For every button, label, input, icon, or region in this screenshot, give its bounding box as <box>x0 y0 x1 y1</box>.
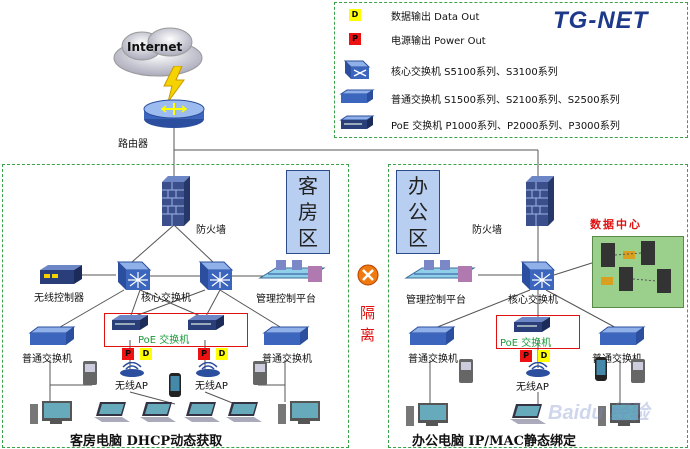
wireless-ap-icon <box>196 362 220 377</box>
isolation-char: 离 <box>360 326 376 344</box>
power-out-icon: P <box>349 33 361 45</box>
internet-label: Internet <box>127 40 183 54</box>
poe-switch-icon <box>188 315 224 330</box>
firewall-label: 防火墙 <box>196 225 226 236</box>
management-platform-label: 管理控制平台 <box>256 294 316 305</box>
data-out-icon: D <box>538 350 550 362</box>
wireless-controller-icon <box>40 265 82 284</box>
core-switch-icon <box>116 261 152 290</box>
switch-icon <box>408 326 456 345</box>
data-center-label: 数据中心 <box>590 218 642 231</box>
lightning-icon <box>163 66 185 102</box>
switch-label: 普通交换机 <box>592 354 642 365</box>
office-bottom-caption: 办公电脑 IP/MAC静态绑定 <box>412 434 576 449</box>
office-zone <box>388 164 688 448</box>
poe-switch-group <box>496 315 580 349</box>
data-out-icon: D <box>349 9 361 21</box>
isolation-icon <box>357 264 379 286</box>
core-switch-label: 核心交换机 <box>508 295 558 306</box>
ip-phone-icon <box>459 359 473 383</box>
legend-label: 核心交换机 S5100系列、S3100系列 <box>391 67 558 78</box>
zone-title-char: 客 <box>298 174 318 198</box>
zone-title-char: 房 <box>298 200 318 224</box>
core-switch-icon <box>198 261 234 290</box>
power-out-icon: P <box>198 348 210 360</box>
guest-bottom-caption: 客房电脑 DHCP动态获取 <box>70 434 223 449</box>
baidu-watermark: Baidu 经验 <box>548 402 650 424</box>
mobile-phone-icon <box>169 373 181 397</box>
laptop-icon <box>510 404 546 424</box>
ip-phone-icon <box>253 361 267 385</box>
laptop-icon <box>140 402 176 422</box>
firewall-icon <box>162 176 190 226</box>
switch-label: 普通交换机 <box>262 354 312 365</box>
power-out-icon: P <box>520 350 532 362</box>
core-switch-label: 核心交换机 <box>141 293 191 304</box>
guest-zone-title: 客 房 区 <box>286 170 330 254</box>
management-platform-icon <box>258 260 326 282</box>
laptop-icon <box>184 402 220 422</box>
isolation-char: 隔 <box>360 304 376 322</box>
poe-switch-icon <box>339 115 375 129</box>
guest-zone <box>2 164 349 448</box>
poe-switch-label: PoE 交换机 <box>138 335 190 346</box>
desktop-computer-icon <box>30 401 72 424</box>
switch-icon <box>262 326 310 345</box>
core-switch-icon <box>343 60 371 79</box>
switch-icon <box>339 89 375 103</box>
legend-label: PoE 交换机 P1000系列、P2000系列、P3000系列 <box>391 121 620 132</box>
mobile-phone-icon <box>595 357 607 381</box>
data-center-panel <box>592 236 684 308</box>
poe-switch-group <box>104 313 248 347</box>
legend-label: 数据输出 Data Out <box>391 11 480 23</box>
desktop-computer-icon <box>598 403 640 426</box>
legend-label: 普通交换机 S1500系列、S2100系列、S2500系列 <box>391 95 620 106</box>
switch-label: 普通交换机 <box>408 354 458 365</box>
power-out-icon: P <box>122 348 134 360</box>
isolation-label: 隔 离 <box>360 302 375 346</box>
zone-title-char: 区 <box>298 226 318 250</box>
legend-panel: D 数据输出 Data Out P 电源输出 Power Out 核心交换机 S… <box>334 2 688 138</box>
data-out-icon: D <box>216 348 228 360</box>
server-rack-icon <box>601 241 671 293</box>
laptop-icon <box>226 402 262 422</box>
office-zone-title: 办 公 区 <box>396 170 440 254</box>
wireless-ap-label: 无线AP <box>115 381 148 392</box>
ip-phone-icon <box>631 359 645 383</box>
legend-row-switch: 普通交换机 S1500系列、S2100系列、S2500系列 <box>335 87 685 107</box>
desktop-computer-icon <box>278 401 320 424</box>
wireless-ap-icon <box>120 362 144 377</box>
switch-icon <box>598 326 646 345</box>
wireless-ap-label: 无线AP <box>516 382 549 393</box>
poe-switch-icon <box>112 315 148 330</box>
desktop-computer-icon <box>406 403 448 426</box>
tg-net-logo: TG-NET <box>553 7 649 34</box>
switch-icon <box>28 326 76 345</box>
router-icon <box>143 99 205 128</box>
zone-title-char: 区 <box>408 226 428 250</box>
legend-label: 电源输出 Power Out <box>391 35 486 47</box>
router-label: 路由器 <box>118 139 148 150</box>
wireless-ap-icon <box>526 362 550 377</box>
poe-switch-icon <box>514 317 550 332</box>
laptop-icon <box>94 402 130 422</box>
management-platform-icon <box>404 260 476 282</box>
management-platform-label: 管理控制平台 <box>406 295 466 306</box>
wireless-controller-label: 无线控制器 <box>34 293 84 304</box>
firewall-icon <box>526 176 554 226</box>
wireless-ap-label: 无线AP <box>195 381 228 392</box>
ip-phone-icon <box>83 361 97 385</box>
firewall-label: 防火墙 <box>472 225 502 236</box>
poe-switch-label: PoE 交换机 <box>500 338 552 349</box>
zone-title-char: 公 <box>408 200 428 224</box>
switch-label: 普通交换机 <box>22 354 72 365</box>
legend-row-core-switch: 核心交换机 S5100系列、S3100系列 <box>335 57 685 81</box>
zone-title-char: 办 <box>408 174 428 198</box>
legend-row-poe-switch: PoE 交换机 P1000系列、P2000系列、P3000系列 <box>335 113 685 133</box>
data-out-icon: D <box>140 348 152 360</box>
core-switch-icon <box>520 261 556 290</box>
